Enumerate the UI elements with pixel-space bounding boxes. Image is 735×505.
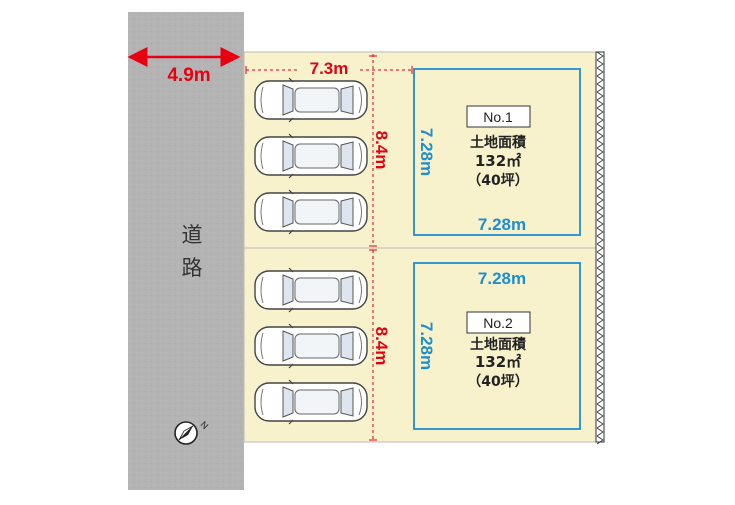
road-label-1: 道 xyxy=(182,223,203,247)
building-1-outline xyxy=(413,68,581,236)
lot-1-area-sqm: 132㎡ xyxy=(475,152,521,170)
car-icon xyxy=(254,323,368,369)
building-2-width-label: 7.28m xyxy=(478,269,526,288)
lot-2-area-tsubo: （40坪） xyxy=(467,374,528,390)
road xyxy=(128,12,244,490)
lot-1-frontage-label: 7.3m xyxy=(310,59,349,78)
north-compass-icon: N xyxy=(174,419,211,445)
svg-text:N: N xyxy=(199,419,211,431)
building-1-width-label: 7.28m xyxy=(478,215,526,234)
lot-2-depth-label: 8.4m xyxy=(372,327,391,366)
road-width-label: 4.9m xyxy=(167,65,210,86)
fence-icon xyxy=(595,51,605,445)
lot-2-area-sqm: 132㎡ xyxy=(475,353,521,371)
car-icon xyxy=(254,267,368,313)
lot-2-number: No.2 xyxy=(483,315,513,331)
lot-1-area-tsubo: （40坪） xyxy=(467,173,528,189)
building-2-depth-label: 7.28m xyxy=(417,322,436,370)
road-label-2: 路 xyxy=(182,256,203,280)
lot-1-number: No.1 xyxy=(483,109,513,125)
lot-1-number-box xyxy=(466,105,531,128)
lot-1-area-label: 土地面積 xyxy=(470,134,527,151)
lot-1-depth-label: 8.4m xyxy=(372,131,391,170)
car-icon xyxy=(254,189,368,235)
lot-2-number-box xyxy=(466,311,531,334)
car-icon xyxy=(254,77,368,123)
building-1-depth-label: 7.28m xyxy=(417,128,436,176)
car-icon xyxy=(254,379,368,425)
car-icon xyxy=(254,133,368,179)
lot-2-area-label: 土地面積 xyxy=(470,336,527,353)
building-2-outline xyxy=(413,262,581,430)
